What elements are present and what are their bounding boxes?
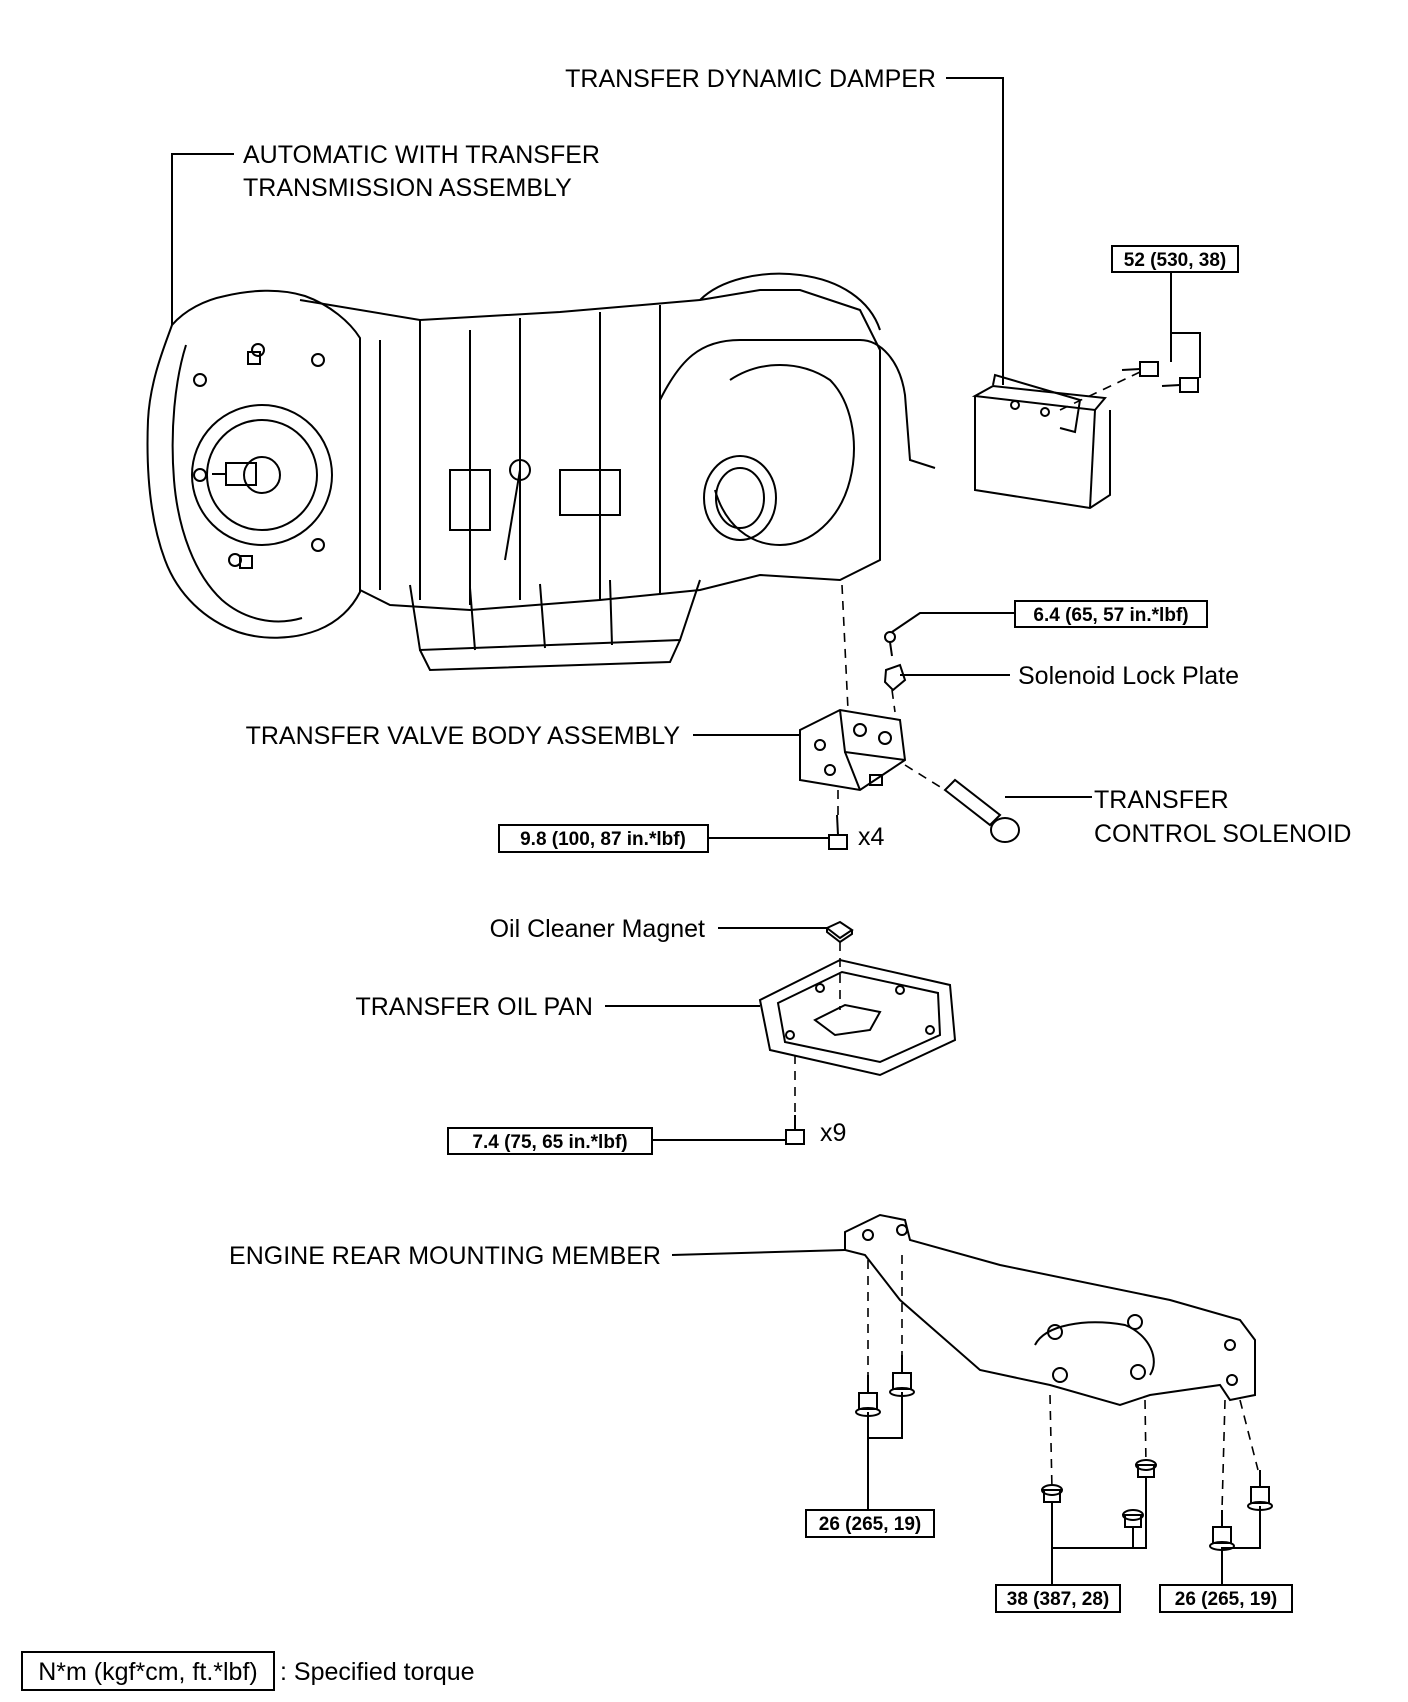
case-to-valve-body-dash — [841, 584, 849, 711]
label-transfer-oil-pan: TRANSFER OIL PAN — [355, 993, 593, 1021]
member-bolt-left-a — [855, 1375, 881, 1417]
legend-meaning: : Specified torque — [280, 1658, 475, 1686]
member-dash-3 — [1049, 1394, 1053, 1491]
label-solenoid-lock-plate: Solenoid Lock Plate — [1018, 662, 1239, 690]
torque-damper-bolts: 52 (530, 38) — [1124, 250, 1226, 271]
leader-member-left-torque — [867, 1392, 903, 1510]
oil-cleaner-magnet-illustration — [825, 920, 854, 944]
label-transfer-control-solenoid-line2: CONTROL SOLENOID — [1094, 820, 1351, 848]
leader-engine-rear-mounting-member — [671, 1249, 846, 1256]
torque-box-solenoid-bolt — [1014, 600, 1208, 628]
label-transfer-dynamic-damper: TRANSFER DYNAMIC DAMPER — [565, 65, 936, 93]
oil-pan-bolt-illustration — [785, 1115, 805, 1145]
torque-box-member-right — [1159, 1584, 1293, 1613]
label-transfer-control-solenoid-line1: TRANSFER — [1094, 786, 1229, 814]
valve-body-bolt-illustration — [828, 814, 848, 850]
torque-member-left-bolts: 26 (265, 19) — [819, 1514, 921, 1535]
torque-valve-body-bolts: 9.8 (100, 87 in.*lbf) — [520, 829, 686, 850]
transfer-dynamic-damper-illustration — [971, 373, 1111, 510]
torque-solenoid-lock-bolt: 6.4 (65, 57 in.*lbf) — [1033, 605, 1188, 626]
transfer-control-solenoid-illustration — [943, 778, 1020, 843]
torque-box-member-center — [995, 1584, 1121, 1613]
label-transmission-assembly-line1: AUTOMATIC WITH TRANSFER — [243, 141, 600, 169]
torque-box-valve-body — [498, 824, 709, 853]
member-nut-center-b — [1122, 1509, 1144, 1528]
label-transmission-assembly-line2: TRANSMISSION ASSEMBLY — [243, 174, 572, 202]
torque-oil-pan-bolts: 7.4 (75, 65 in.*lbf) — [472, 1132, 627, 1153]
transmission-assembly-illustration — [146, 272, 936, 672]
member-nut-center-c — [1135, 1459, 1157, 1478]
leader-damper-torque — [1170, 272, 1201, 378]
leader-transmission-assembly — [171, 153, 234, 325]
solenoid-lock-bolt-illustration — [884, 631, 896, 657]
quantity-valve-body-bolts: x4 — [858, 823, 885, 851]
member-bolt-right-b — [1247, 1470, 1273, 1511]
member-bolt-right-a — [1209, 1510, 1235, 1551]
leader-member-center-torque — [1051, 1477, 1147, 1585]
leader-solenoid-bolt-torque — [891, 612, 1015, 633]
member-dash-5 — [1221, 1399, 1226, 1511]
solenoid-alignment-dash — [904, 764, 946, 791]
leader-member-right-torque — [1221, 1506, 1261, 1585]
transfer-oil-pan-illustration — [758, 958, 957, 1077]
label-oil-cleaner-magnet: Oil Cleaner Magnet — [490, 915, 705, 943]
torque-member-right-bolts: 26 (265, 19) — [1175, 1589, 1277, 1610]
legend-torque-unit: N*m (kgf*cm, ft.*lbf) — [38, 1658, 257, 1686]
solenoid-lock-plate-illustration — [883, 663, 907, 692]
member-dash-4 — [1144, 1399, 1147, 1466]
torque-box-member-left — [805, 1509, 935, 1538]
member-bolt-left-b — [889, 1355, 915, 1397]
legend-torque-unit-box — [21, 1651, 275, 1691]
quantity-oil-pan-bolts: x9 — [820, 1119, 846, 1147]
label-transfer-valve-body-assembly: TRANSFER VALVE BODY ASSEMBLY — [246, 722, 681, 750]
leader-transfer-dynamic-damper — [946, 77, 1004, 385]
member-dash-6 — [1239, 1399, 1259, 1471]
damper-bolt-left — [1121, 361, 1159, 377]
transfer-valve-body-illustration — [799, 708, 907, 792]
torque-member-center-bolts: 38 (387, 28) — [1007, 1589, 1109, 1610]
lock-plate-to-valve-body-dash — [891, 689, 896, 713]
label-engine-rear-mounting-member: ENGINE REAR MOUNTING MEMBER — [229, 1242, 661, 1270]
torque-box-damper — [1111, 245, 1239, 273]
damper-bolt-right — [1161, 377, 1199, 393]
engine-rear-mounting-member-illustration — [844, 1213, 1256, 1407]
torque-box-oil-pan — [447, 1127, 653, 1155]
member-nut-center-a — [1041, 1484, 1063, 1503]
